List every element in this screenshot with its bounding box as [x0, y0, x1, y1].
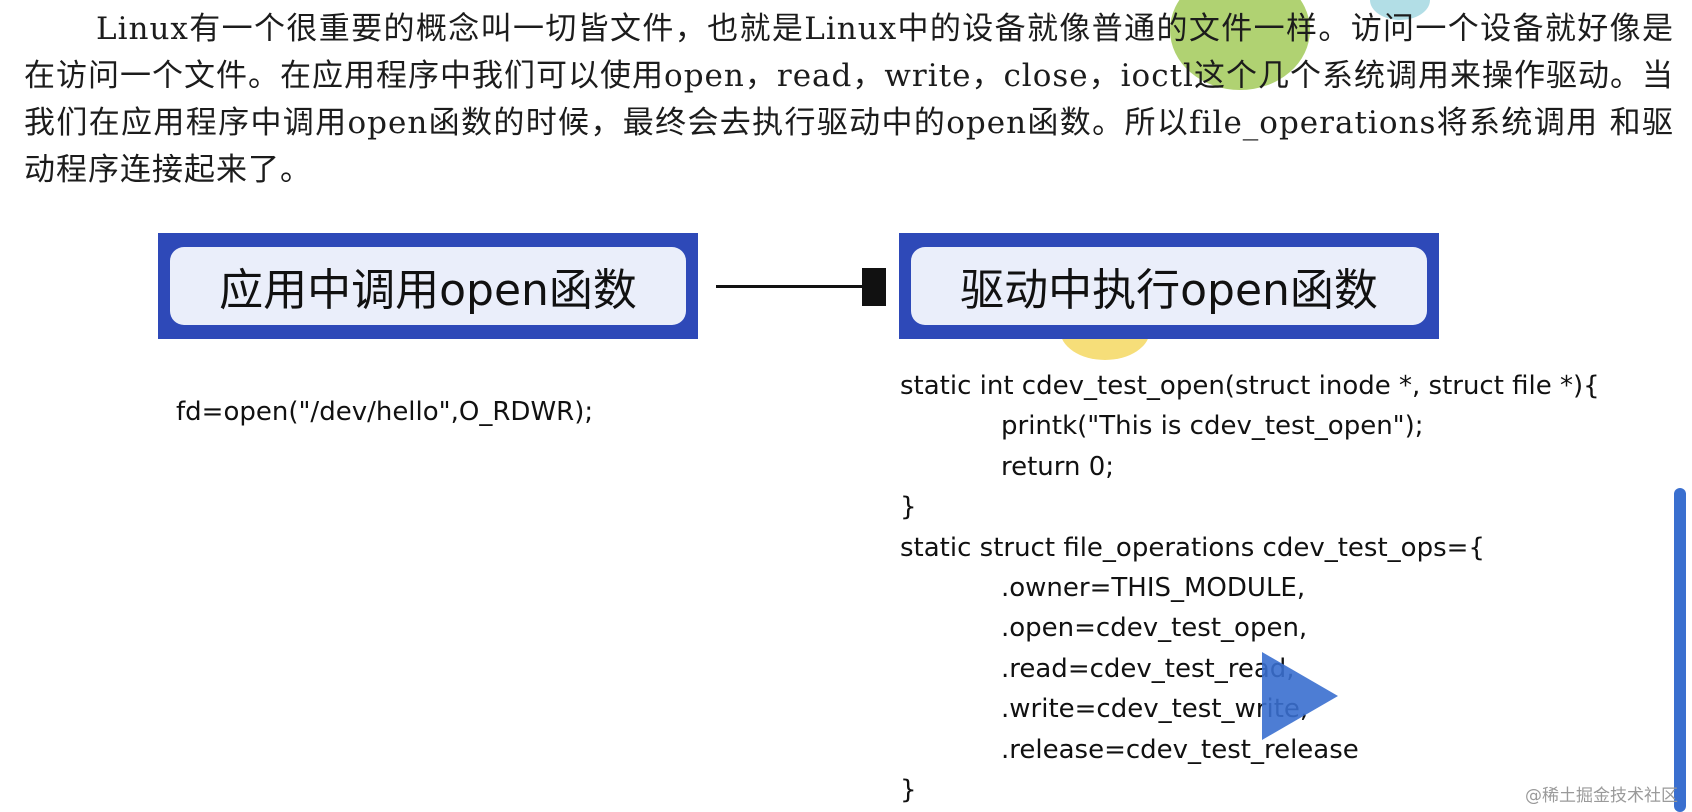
decorative-blue-bar [1674, 488, 1686, 812]
code-line: .open=cdev_test_open, [1001, 613, 1308, 644]
code-line: } [900, 492, 917, 523]
app-open-box: 应用中调用open函数 [158, 233, 698, 339]
connector-end-marker [862, 268, 886, 306]
decorative-cyan-circle [1370, 0, 1430, 20]
app-open-box-label: 应用中调用open函数 [170, 247, 686, 325]
driver-open-box: 驱动中执行open函数 [899, 233, 1439, 339]
code-line: .release=cdev_test_release [1001, 734, 1359, 765]
code-line: } [900, 774, 917, 805]
code-line: .read=cdev_test_read, [1001, 653, 1295, 684]
code-line: static struct file_operations cdev_test_… [900, 532, 1485, 563]
code-line: printk("This is cdev_test_open"); [1001, 411, 1424, 442]
intro-paragraph: Linux有一个很重要的概念叫一切皆文件，也就是Linux中的设备就像普通的文件… [24, 11, 1674, 188]
connector-line [716, 285, 862, 288]
driver-code-block: static int cdev_test_open(struct inode *… [900, 366, 1600, 810]
watermark: @稀土掘金技术社区 [1525, 786, 1678, 806]
code-line: static int cdev_test_open(struct inode *… [900, 371, 1600, 401]
code-line: return 0; [1001, 451, 1115, 482]
driver-open-box-label: 驱动中执行open函数 [911, 247, 1427, 325]
app-code-line: fd=open("/dev/hello",O_RDWR); [176, 397, 594, 427]
code-line: .write=cdev_test_write, [1001, 694, 1309, 725]
code-line: .owner=THIS_MODULE, [1001, 572, 1306, 603]
decorative-play-arrow [1262, 652, 1338, 740]
